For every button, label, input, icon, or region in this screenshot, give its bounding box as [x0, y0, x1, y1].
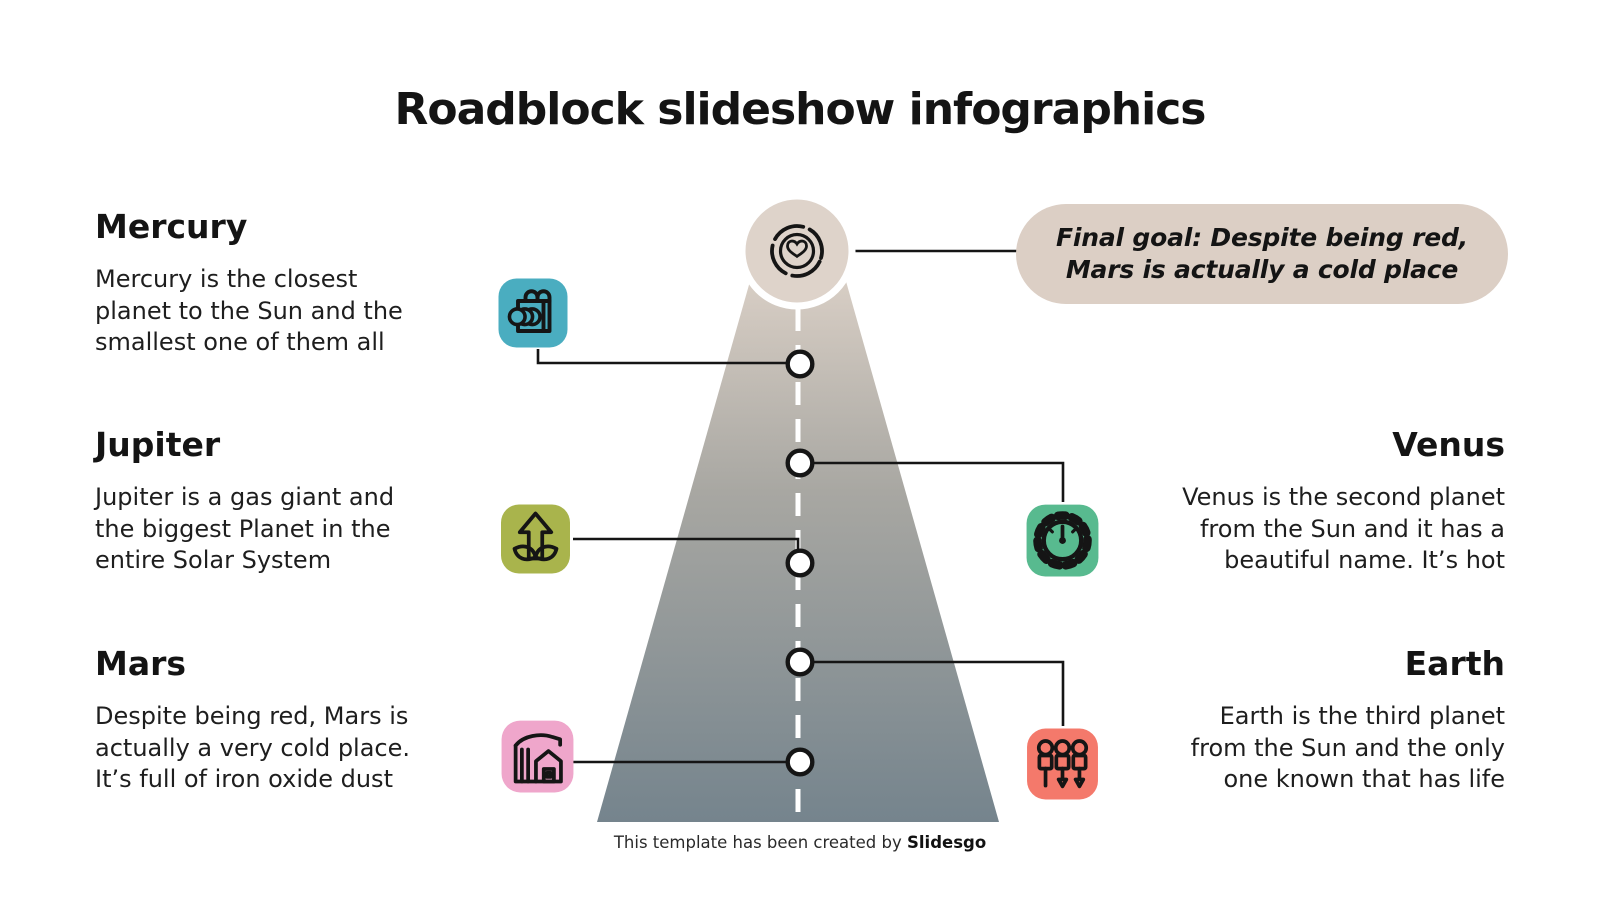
section-desc-earth: Earth is the third planet from the Sun a…	[1190, 702, 1505, 793]
connector-venus	[813, 461, 1065, 502]
connector-earth	[813, 660, 1065, 726]
road-node-4	[785, 647, 815, 677]
section-title-venus: Venus	[1392, 425, 1505, 464]
road-node-5	[785, 747, 815, 777]
section-desc-jupiter: Jupiter is a gas giant and the biggest P…	[95, 483, 395, 574]
road-nodes	[785, 349, 815, 777]
section-mars: Mars Despite being red, Mars is actually…	[95, 644, 495, 796]
section-title-mercury: Mercury	[95, 207, 248, 246]
connector-mercury	[536, 349, 787, 365]
goal-circle	[738, 192, 856, 310]
growth-arrow-icon	[501, 504, 570, 574]
section-desc-mercury: Mercury is the closest planet to the Sun…	[95, 265, 403, 356]
section-mercury: Mercury Mercury is the closest planet to…	[95, 207, 495, 359]
section-title-jupiter: Jupiter	[95, 425, 221, 464]
screwdrivers-icon	[1027, 728, 1098, 800]
final-goal-bubble: Final goal: Despite being red, Mars is a…	[1016, 204, 1508, 304]
section-venus: Venus Venus is the second planet from th…	[1085, 425, 1505, 577]
section-desc-venus: Venus is the second planet from the Sun …	[1182, 483, 1505, 574]
warehouse-icon	[501, 720, 574, 793]
road-node-3	[785, 548, 815, 578]
connector-lines	[536, 249, 1065, 764]
footer-text: This template has been created by	[613, 833, 907, 852]
section-desc-mars: Despite being red, Mars is actually a ve…	[95, 702, 411, 793]
goal-heart-icon	[770, 224, 824, 278]
gear-gauge-icon	[1026, 504, 1099, 577]
section-title-mars: Mars	[95, 644, 187, 683]
section-title-earth: Earth	[1404, 644, 1505, 683]
page-title: Roadblock slideshow infographics	[394, 84, 1206, 135]
road-node-1	[785, 349, 815, 379]
shopping-bag-icon	[498, 278, 568, 348]
section-jupiter: Jupiter Jupiter is a gas giant and the b…	[95, 425, 495, 577]
road-node-2	[785, 448, 815, 478]
section-earth: Earth Earth is the third planet from the…	[1085, 644, 1505, 796]
footer-credit: This template has been created by Slides…	[0, 833, 1600, 852]
footer-brand: Slidesgo	[907, 833, 987, 852]
connector-jupiter	[573, 537, 800, 549]
